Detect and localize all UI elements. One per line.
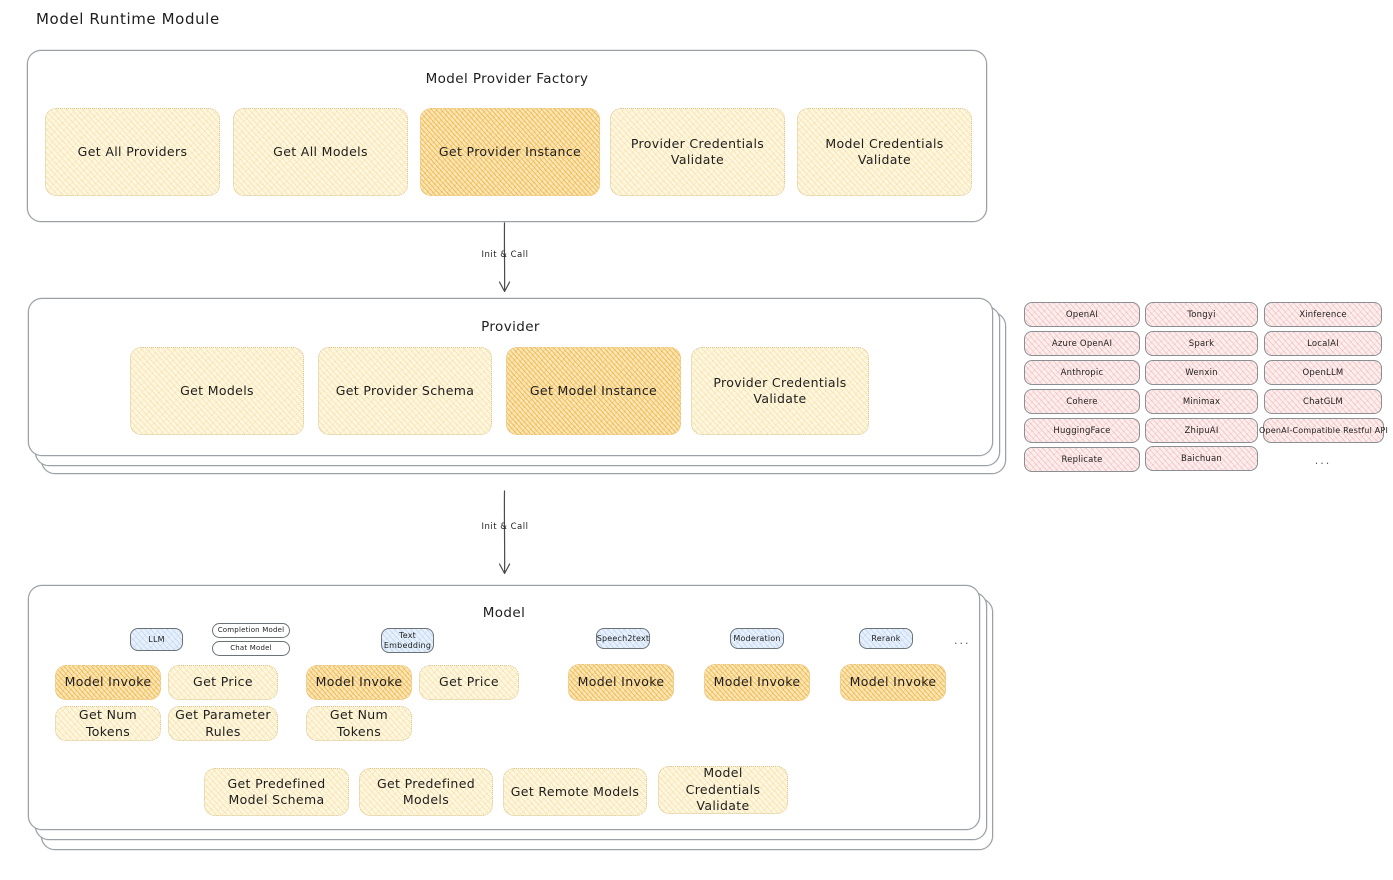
provider-tag-zhipuai[interactable]: ZhipuAI [1145, 418, 1258, 443]
model-types-more-indicator: ... [954, 634, 971, 647]
provider-tag-baichuan[interactable]: Baichuan [1145, 446, 1258, 471]
page-title: Model Runtime Module [36, 10, 220, 28]
node-get-all-models[interactable]: Get All Models [233, 108, 408, 196]
node-rerank-model-invoke[interactable]: Model Invoke [840, 664, 946, 701]
node-get-provider-instance[interactable]: Get Provider Instance [420, 108, 600, 196]
panel-model: Model LLM Completion Model Chat Model Mo… [28, 585, 980, 830]
badge-text-embedding[interactable]: Text Embedding [381, 628, 434, 653]
provider-tag-xinference[interactable]: Xinference [1264, 302, 1382, 327]
node-llm-get-num-tokens[interactable]: Get Num Tokens [55, 706, 161, 741]
provider-tag-huggingface[interactable]: HuggingFace [1024, 418, 1140, 443]
provider-tag-spark[interactable]: Spark [1145, 331, 1258, 356]
node-get-models[interactable]: Get Models [130, 347, 304, 435]
provider-tag-minimax[interactable]: Minimax [1145, 389, 1258, 414]
node-get-predefined-model-schema[interactable]: Get Predefined Model Schema [204, 768, 349, 816]
provider-tag-tongyi[interactable]: Tongyi [1145, 302, 1258, 327]
node-embedding-get-price[interactable]: Get Price [419, 665, 519, 700]
badge-chat-model[interactable]: Chat Model [212, 641, 290, 656]
node-get-all-providers[interactable]: Get All Providers [45, 108, 220, 196]
provider-tag-openai-compatible-restful-api[interactable]: OpenAI-Compatible Restful API [1259, 418, 1388, 443]
provider-tag-cohere[interactable]: Cohere [1024, 389, 1140, 414]
arrow-label-init-call-1: Init & Call [481, 250, 529, 260]
node-speech2text-model-invoke[interactable]: Model Invoke [568, 664, 674, 701]
node-provider-credentials-validate[interactable]: Provider Credentials Validate [610, 108, 785, 196]
node-llm-model-invoke[interactable]: Model Invoke [55, 665, 161, 700]
provider-tag-wenxin[interactable]: Wenxin [1145, 360, 1258, 385]
badge-completion-model[interactable]: Completion Model [212, 623, 290, 638]
provider-tag-openai[interactable]: OpenAI [1024, 302, 1140, 327]
node-model-credentials-validate[interactable]: Model Credentials Validate [797, 108, 972, 196]
node-llm-get-price[interactable]: Get Price [168, 665, 278, 700]
badge-llm[interactable]: LLM [130, 628, 183, 651]
node-get-predefined-models[interactable]: Get Predefined Models [359, 768, 493, 816]
panel-model-provider-factory: Model Provider Factory Get All Providers… [27, 50, 987, 222]
node-embedding-get-num-tokens[interactable]: Get Num Tokens [306, 706, 412, 741]
node-model-credentials-validate-2[interactable]: Model Credentials Validate [658, 765, 788, 814]
node-llm-get-parameter-rules[interactable]: Get Parameter Rules [168, 706, 278, 741]
panel-title-model-provider-factory: Model Provider Factory [425, 71, 589, 87]
node-moderation-model-invoke[interactable]: Model Invoke [704, 664, 810, 701]
panel-provider: Provider Get Models Get Provider Schema … [28, 298, 993, 456]
panel-title-model: Model [482, 605, 526, 621]
provider-tag-chatglm[interactable]: ChatGLM [1264, 389, 1382, 414]
node-provider-credentials-validate-2[interactable]: Provider Credentials Validate [691, 347, 869, 435]
provider-tag-azure-openai[interactable]: Azure OpenAI [1024, 331, 1140, 356]
node-embedding-model-invoke[interactable]: Model Invoke [306, 665, 412, 700]
arrow-factory-to-provider: Init & Call [470, 222, 540, 300]
arrow-label-init-call-2: Init & Call [481, 522, 529, 532]
node-get-model-instance[interactable]: Get Model Instance [506, 347, 681, 435]
provider-tag-replicate[interactable]: Replicate [1024, 447, 1140, 472]
panel-title-provider: Provider [481, 319, 540, 335]
node-get-provider-schema[interactable]: Get Provider Schema [318, 347, 492, 435]
badge-speech2text[interactable]: Speech2text [596, 628, 650, 649]
provider-tag-openllm[interactable]: OpenLLM [1264, 360, 1382, 385]
provider-tag-more: ... [1314, 453, 1332, 467]
arrow-provider-to-model: Init & Call [470, 490, 540, 582]
provider-tag-localai[interactable]: LocalAI [1264, 331, 1382, 356]
node-get-remote-models[interactable]: Get Remote Models [503, 768, 647, 816]
provider-tag-anthropic[interactable]: Anthropic [1024, 360, 1140, 385]
badge-rerank[interactable]: Rerank [859, 628, 913, 649]
provider-tag-grid: OpenAI Azure OpenAI Anthropic Cohere Hug… [1024, 300, 1388, 475]
badge-moderation[interactable]: Moderation [730, 628, 784, 649]
